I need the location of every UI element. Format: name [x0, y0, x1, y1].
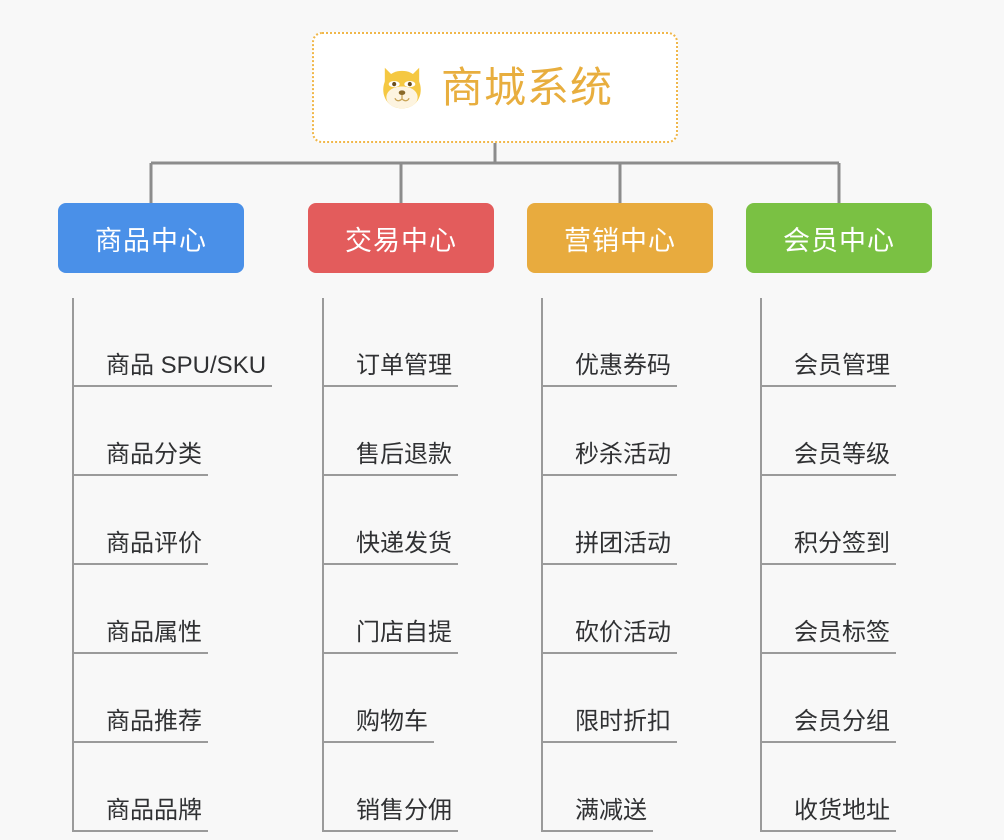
root-node-shop-system[interactable]: 商城系统 — [312, 32, 678, 143]
category-column-trade: 交易中心 订单管理 售后退款 快递发货 门店自提 购物车 销售分佣 — [308, 203, 494, 832]
list-item[interactable]: 售后退款 — [324, 387, 494, 476]
category-header-trade[interactable]: 交易中心 — [308, 203, 494, 273]
list-item[interactable]: 积分签到 — [762, 476, 932, 565]
item-label: 售后退款 — [324, 441, 458, 476]
category-header-member[interactable]: 会员中心 — [746, 203, 932, 273]
list-item[interactable]: 商品评价 — [74, 476, 244, 565]
item-label: 商品分类 — [74, 441, 208, 476]
list-item[interactable]: 砍价活动 — [543, 565, 713, 654]
category-column-product: 商品中心 商品 SPU/SKU 商品分类 商品评价 商品属性 商品推荐 商品品牌 — [58, 203, 273, 832]
item-label: 会员等级 — [762, 441, 896, 476]
item-label: 订单管理 — [324, 352, 458, 387]
list-item[interactable]: 会员管理 — [762, 298, 932, 387]
root-title: 商城系统 — [440, 63, 613, 111]
item-label: 销售分佣 — [324, 797, 458, 832]
item-label: 购物车 — [324, 708, 434, 743]
item-label: 门店自提 — [324, 619, 458, 654]
item-label: 秒杀活动 — [543, 441, 677, 476]
category-column-member: 会员中心 会员管理 会员等级 积分签到 会员标签 会员分组 收货地址 — [746, 203, 932, 832]
list-item[interactable]: 商品属性 — [74, 565, 244, 654]
category-label: 交易中心 — [345, 225, 457, 256]
item-label: 砍价活动 — [543, 619, 677, 654]
list-item[interactable]: 商品 SPU/SKU — [74, 298, 273, 387]
item-label: 商品评价 — [74, 530, 208, 565]
item-label: 商品属性 — [74, 619, 208, 654]
list-item[interactable]: 商品分类 — [74, 387, 244, 476]
item-label: 拼团活动 — [543, 530, 677, 565]
list-item[interactable]: 商品品牌 — [74, 743, 244, 832]
item-label: 会员标签 — [762, 619, 896, 654]
item-label: 商品品牌 — [74, 797, 208, 832]
list-item[interactable]: 会员等级 — [762, 387, 932, 476]
shiba-dog-face-icon — [383, 67, 421, 108]
list-item[interactable]: 快递发货 — [324, 476, 494, 565]
item-label: 商品推荐 — [74, 708, 208, 743]
category-header-marketing[interactable]: 营销中心 — [527, 203, 713, 273]
list-item[interactable]: 收货地址 — [762, 743, 932, 832]
list-item[interactable]: 秒杀活动 — [543, 387, 713, 476]
list-item[interactable]: 商品推荐 — [74, 654, 244, 743]
list-item[interactable]: 销售分佣 — [324, 743, 494, 832]
category-items-trade: 订单管理 售后退款 快递发货 门店自提 购物车 销售分佣 — [322, 298, 494, 832]
list-item[interactable]: 门店自提 — [324, 565, 494, 654]
category-items-marketing: 优惠券码 秒杀活动 拼团活动 砍价活动 限时折扣 满减送 — [541, 298, 713, 832]
category-items-member: 会员管理 会员等级 积分签到 会员标签 会员分组 收货地址 — [760, 298, 932, 832]
item-label: 会员管理 — [762, 352, 896, 387]
list-item[interactable]: 购物车 — [324, 654, 494, 743]
category-items-product: 商品 SPU/SKU 商品分类 商品评价 商品属性 商品推荐 商品品牌 — [72, 298, 273, 832]
category-label: 商品中心 — [95, 225, 207, 256]
item-label: 快递发货 — [324, 530, 458, 565]
category-header-product[interactable]: 商品中心 — [58, 203, 244, 273]
item-label: 收货地址 — [762, 797, 896, 832]
item-label: 会员分组 — [762, 708, 896, 743]
item-label: 商品 SPU/SKU — [74, 352, 273, 387]
item-label: 满减送 — [543, 797, 653, 832]
category-label: 营销中心 — [564, 225, 676, 256]
category-label: 会员中心 — [783, 225, 895, 256]
list-item[interactable]: 限时折扣 — [543, 654, 713, 743]
category-column-marketing: 营销中心 优惠券码 秒杀活动 拼团活动 砍价活动 限时折扣 满减送 — [527, 203, 713, 832]
list-item[interactable]: 会员标签 — [762, 565, 932, 654]
item-label: 优惠券码 — [543, 352, 677, 387]
list-item[interactable]: 优惠券码 — [543, 298, 713, 387]
item-label: 积分签到 — [762, 530, 896, 565]
list-item[interactable]: 拼团活动 — [543, 476, 713, 565]
list-item[interactable]: 会员分组 — [762, 654, 932, 743]
item-label: 限时折扣 — [543, 708, 677, 743]
list-item[interactable]: 订单管理 — [324, 298, 494, 387]
list-item[interactable]: 满减送 — [543, 743, 713, 832]
